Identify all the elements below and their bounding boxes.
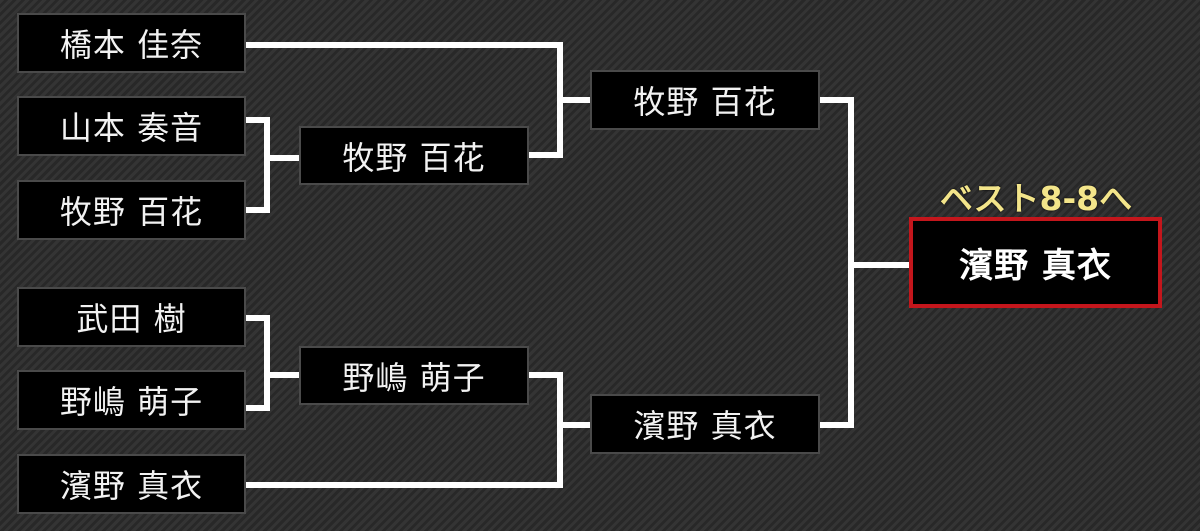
connector-round1-top — [246, 42, 590, 103]
player-box-5: 野嶋 萌子 — [17, 370, 246, 430]
player-box-6: 濱野 真衣 — [17, 454, 246, 514]
connector-pair-a — [246, 117, 299, 213]
connector-pair-b — [246, 315, 299, 411]
round2-box-bottom: 野嶋 萌子 — [299, 346, 529, 405]
player-box-3: 牧野 百花 — [17, 180, 246, 240]
player-box-1: 橋本 佳奈 — [17, 13, 246, 73]
winner-box: 濱野 真衣 — [909, 217, 1162, 308]
advance-caption: ベスト8-8へ — [939, 179, 1133, 218]
connector-final — [820, 97, 909, 428]
player-box-4: 武田 樹 — [17, 287, 246, 347]
player-box-2: 山本 奏音 — [17, 96, 246, 156]
round3-box-top: 牧野 百花 — [590, 70, 820, 130]
round2-box-top: 牧野 百花 — [299, 126, 529, 185]
connector-semi-a — [529, 100, 563, 158]
connector-semi-b — [246, 372, 590, 488]
round3-box-bottom: 濱野 真衣 — [590, 394, 820, 454]
